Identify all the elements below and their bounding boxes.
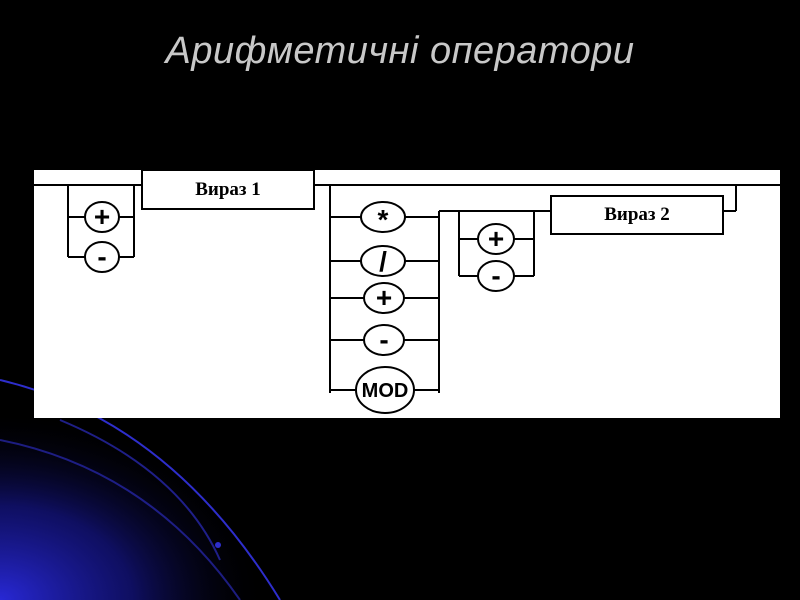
operator-mod-label: MOD	[362, 380, 409, 402]
sign2-plus-node	[477, 223, 515, 255]
operator-divide-node	[360, 245, 406, 277]
operator-mod-node	[355, 366, 415, 414]
decorative-dot	[215, 542, 221, 548]
operator-multiply-node	[360, 201, 406, 233]
operator-minus-label: -	[379, 324, 388, 355]
sign1-plus-node	[84, 201, 120, 233]
slide-title: Арифметичні оператори	[165, 30, 635, 72]
sign2-minus-node	[477, 260, 515, 292]
operator-plus-node	[363, 282, 405, 314]
expression-1-label: Вираз 1	[195, 179, 261, 200]
operator-minus-node	[363, 324, 405, 356]
syntax-diagram-panel: Вираз 1 Вираз 2 + - * / + - MOD + -	[34, 170, 780, 418]
syntax-diagram: Вираз 1 Вираз 2 + - * / + - MOD + -	[34, 170, 780, 414]
operator-divide-label: /	[379, 246, 387, 277]
sign2-plus-label: +	[488, 223, 504, 254]
operator-plus-label: +	[376, 282, 392, 313]
diagram-lines	[34, 184, 780, 393]
expression-2-box	[550, 195, 724, 235]
operator-multiply-label: *	[378, 204, 389, 235]
expression-1-box	[141, 170, 315, 210]
expression-2-label: Вираз 2	[604, 204, 670, 225]
decorative-arc	[59, 419, 221, 561]
sign1-minus-label: -	[97, 241, 106, 272]
sign1-plus-label: +	[94, 201, 110, 232]
sign1-minus-node	[84, 241, 120, 273]
decorative-arc	[0, 439, 241, 600]
sign2-minus-label: -	[491, 260, 500, 291]
